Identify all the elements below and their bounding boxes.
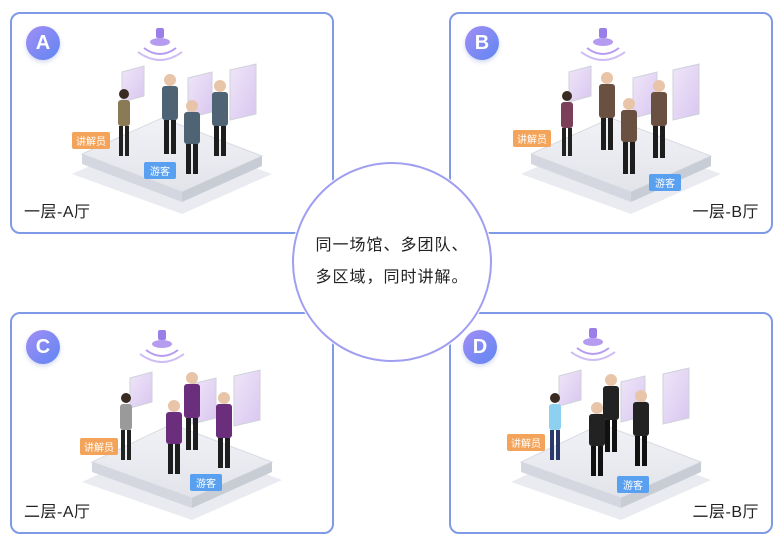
guide-figure-b: [561, 91, 573, 156]
guide-tag-c: 讲解员: [80, 438, 118, 455]
visitor-figures-d: [589, 374, 649, 476]
hall-label-d: 二层-B厅: [692, 504, 759, 521]
guide-figure-c: [120, 393, 132, 460]
badge-b: B: [465, 26, 499, 60]
guide-figure-d: [549, 393, 561, 460]
badge-a: A: [26, 26, 60, 60]
visitor-figures-b: [599, 72, 667, 174]
scene-b: [521, 28, 721, 214]
beacon-icon-d: [570, 328, 616, 361]
hall-panel-d: D: [449, 312, 773, 534]
beacon-icon-b: [580, 28, 626, 61]
visitor-figures-a: [162, 74, 228, 174]
guide-figure-a: [118, 89, 130, 156]
visitor-figures-c: [166, 372, 232, 474]
visitor-tag-b: 游客: [649, 174, 681, 191]
hall-label-b: 一层-B厅: [692, 204, 759, 221]
guide-tag-a: 讲解员: [72, 132, 110, 149]
scene-d: [511, 328, 711, 520]
visitor-tag-c: 游客: [190, 474, 222, 491]
hall-panel-a: A: [10, 12, 334, 234]
visitor-tag-a: 游客: [144, 162, 176, 179]
center-summary-circle: 同一场馆、多团队、 多区域，同时讲解。: [292, 162, 492, 362]
badge-c: C: [26, 330, 60, 364]
center-text-line-1: 同一场馆、多团队、: [315, 237, 469, 254]
beacon-icon-c: [139, 330, 185, 363]
center-text-line-2: 多区域，同时讲解。: [315, 269, 469, 286]
beacon-icon-a: [137, 28, 183, 61]
visitor-tag-d: 游客: [617, 476, 649, 493]
scene-a: [72, 28, 272, 214]
hall-panel-c: C: [10, 312, 334, 534]
scene-c: [82, 330, 282, 520]
guide-tag-b: 讲解员: [513, 130, 551, 147]
badge-d: D: [463, 330, 497, 364]
hall-panel-b: B: [449, 12, 773, 234]
hall-label-c: 二层-A厅: [24, 504, 91, 521]
guide-tag-d: 讲解员: [507, 434, 545, 451]
hall-label-a: 一层-A厅: [24, 204, 91, 221]
